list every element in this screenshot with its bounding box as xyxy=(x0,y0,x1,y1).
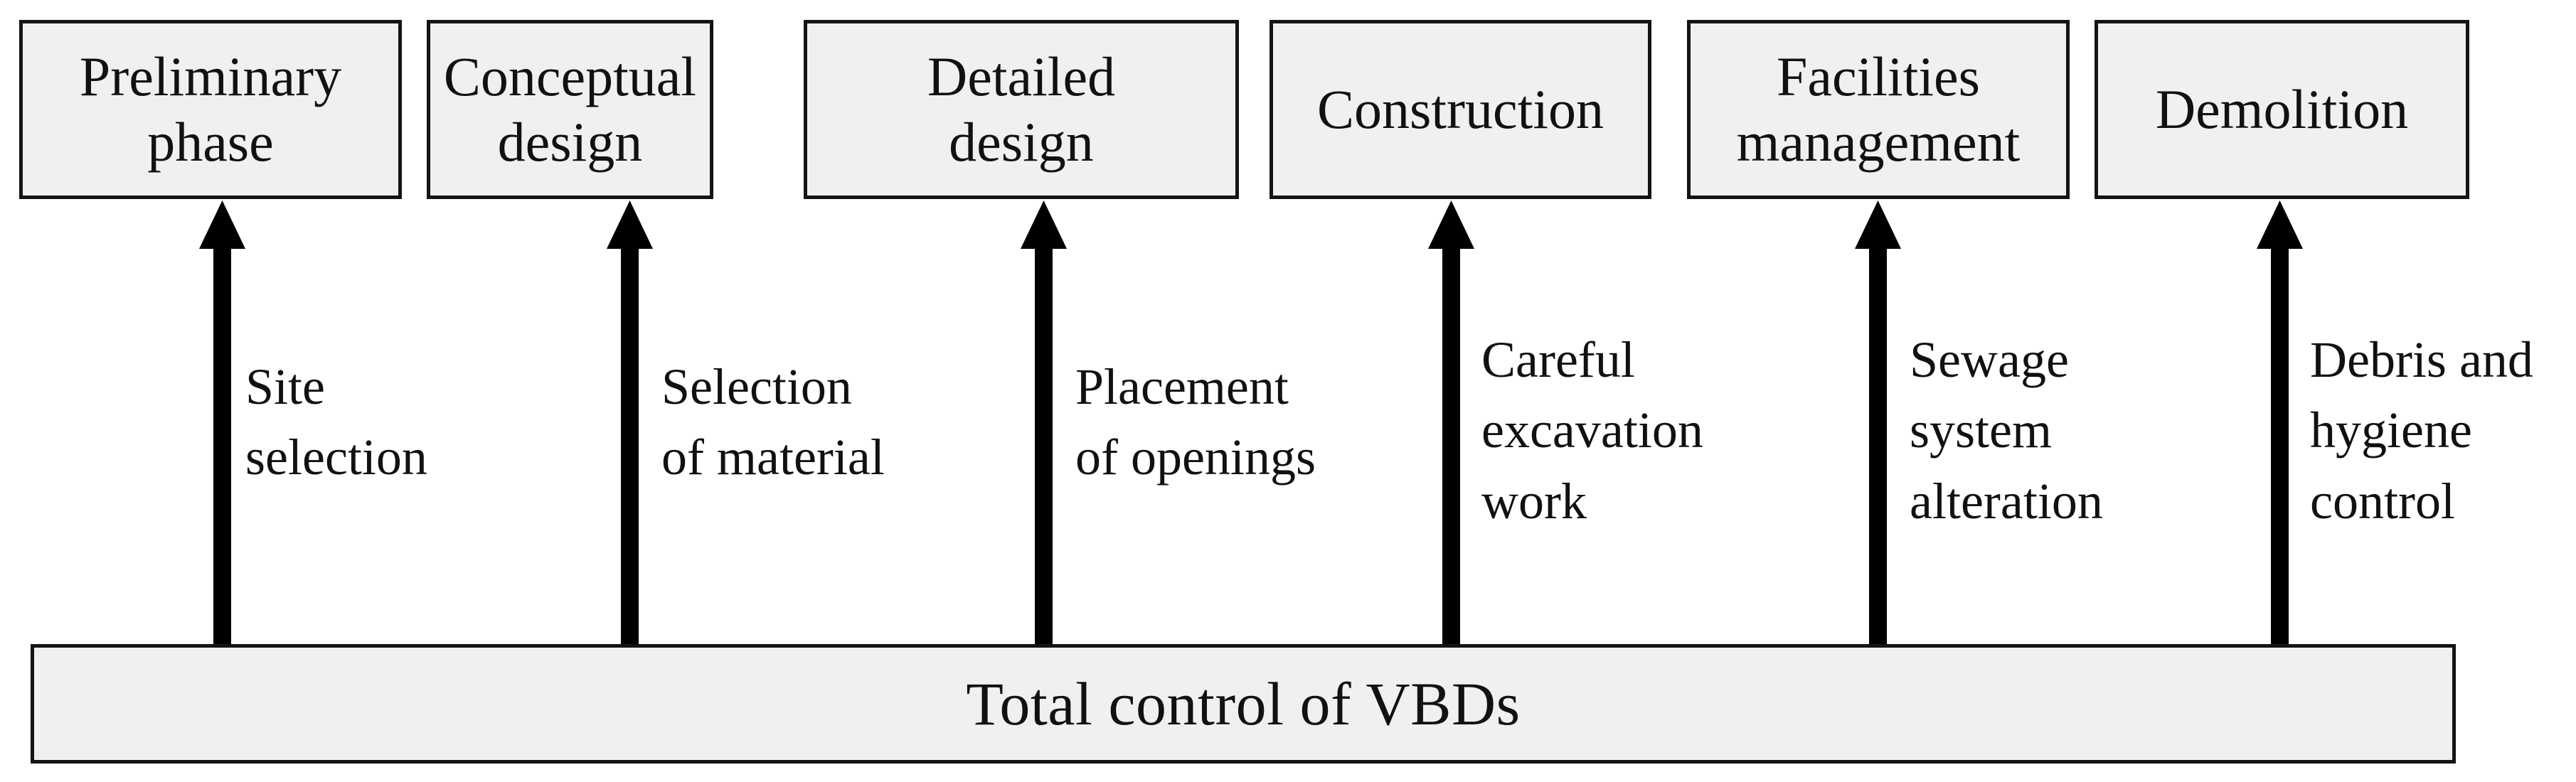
link-label-selection-of-material: Selection of material xyxy=(661,358,885,486)
bidirectional-arrow-detailed-design xyxy=(1021,200,1067,709)
bidirectional-arrow-construction xyxy=(1428,200,1474,709)
total-control-bar[interactable]: Total control of VBDs xyxy=(31,644,2456,764)
phase-box-label: Detailed design xyxy=(927,45,1116,173)
link-label-debris-and-hygiene-control: Debris and hygiene control xyxy=(2310,331,2533,530)
bidirectional-arrow-demolition xyxy=(2257,200,2303,709)
phase-box-label: Facilities management xyxy=(1736,45,2021,173)
phase-box-label: Conceptual design xyxy=(443,45,697,173)
link-label-placement-of-openings: Placement of openings xyxy=(1075,358,1316,486)
phase-box-facilities-management[interactable]: Facilities management xyxy=(1687,20,2070,199)
phase-box-preliminary-phase[interactable]: Preliminary phase xyxy=(19,20,402,199)
phase-box-conceptual-design[interactable]: Conceptual design xyxy=(427,20,713,199)
bidirectional-arrow-conceptual-design xyxy=(607,200,653,709)
phase-box-label: Demolition xyxy=(2155,77,2409,140)
link-label-site-selection: Site selection xyxy=(245,358,427,486)
phase-box-demolition[interactable]: Demolition xyxy=(2095,20,2469,199)
total-control-bar-label: Total control of VBDs xyxy=(966,670,1521,738)
link-label-sewage-system-alteration: Sewage system alteration xyxy=(1910,331,2103,530)
phase-box-detailed-design[interactable]: Detailed design xyxy=(804,20,1239,199)
phase-box-construction[interactable]: Construction xyxy=(1270,20,1651,199)
bidirectional-arrow-facilities-management xyxy=(1855,200,1901,709)
phase-box-label: Preliminary phase xyxy=(79,45,342,173)
phase-box-label: Construction xyxy=(1317,77,1604,140)
link-label-careful-excavation-work: Careful excavation work xyxy=(1481,331,1703,530)
bidirectional-arrow-preliminary-phase xyxy=(199,200,245,709)
